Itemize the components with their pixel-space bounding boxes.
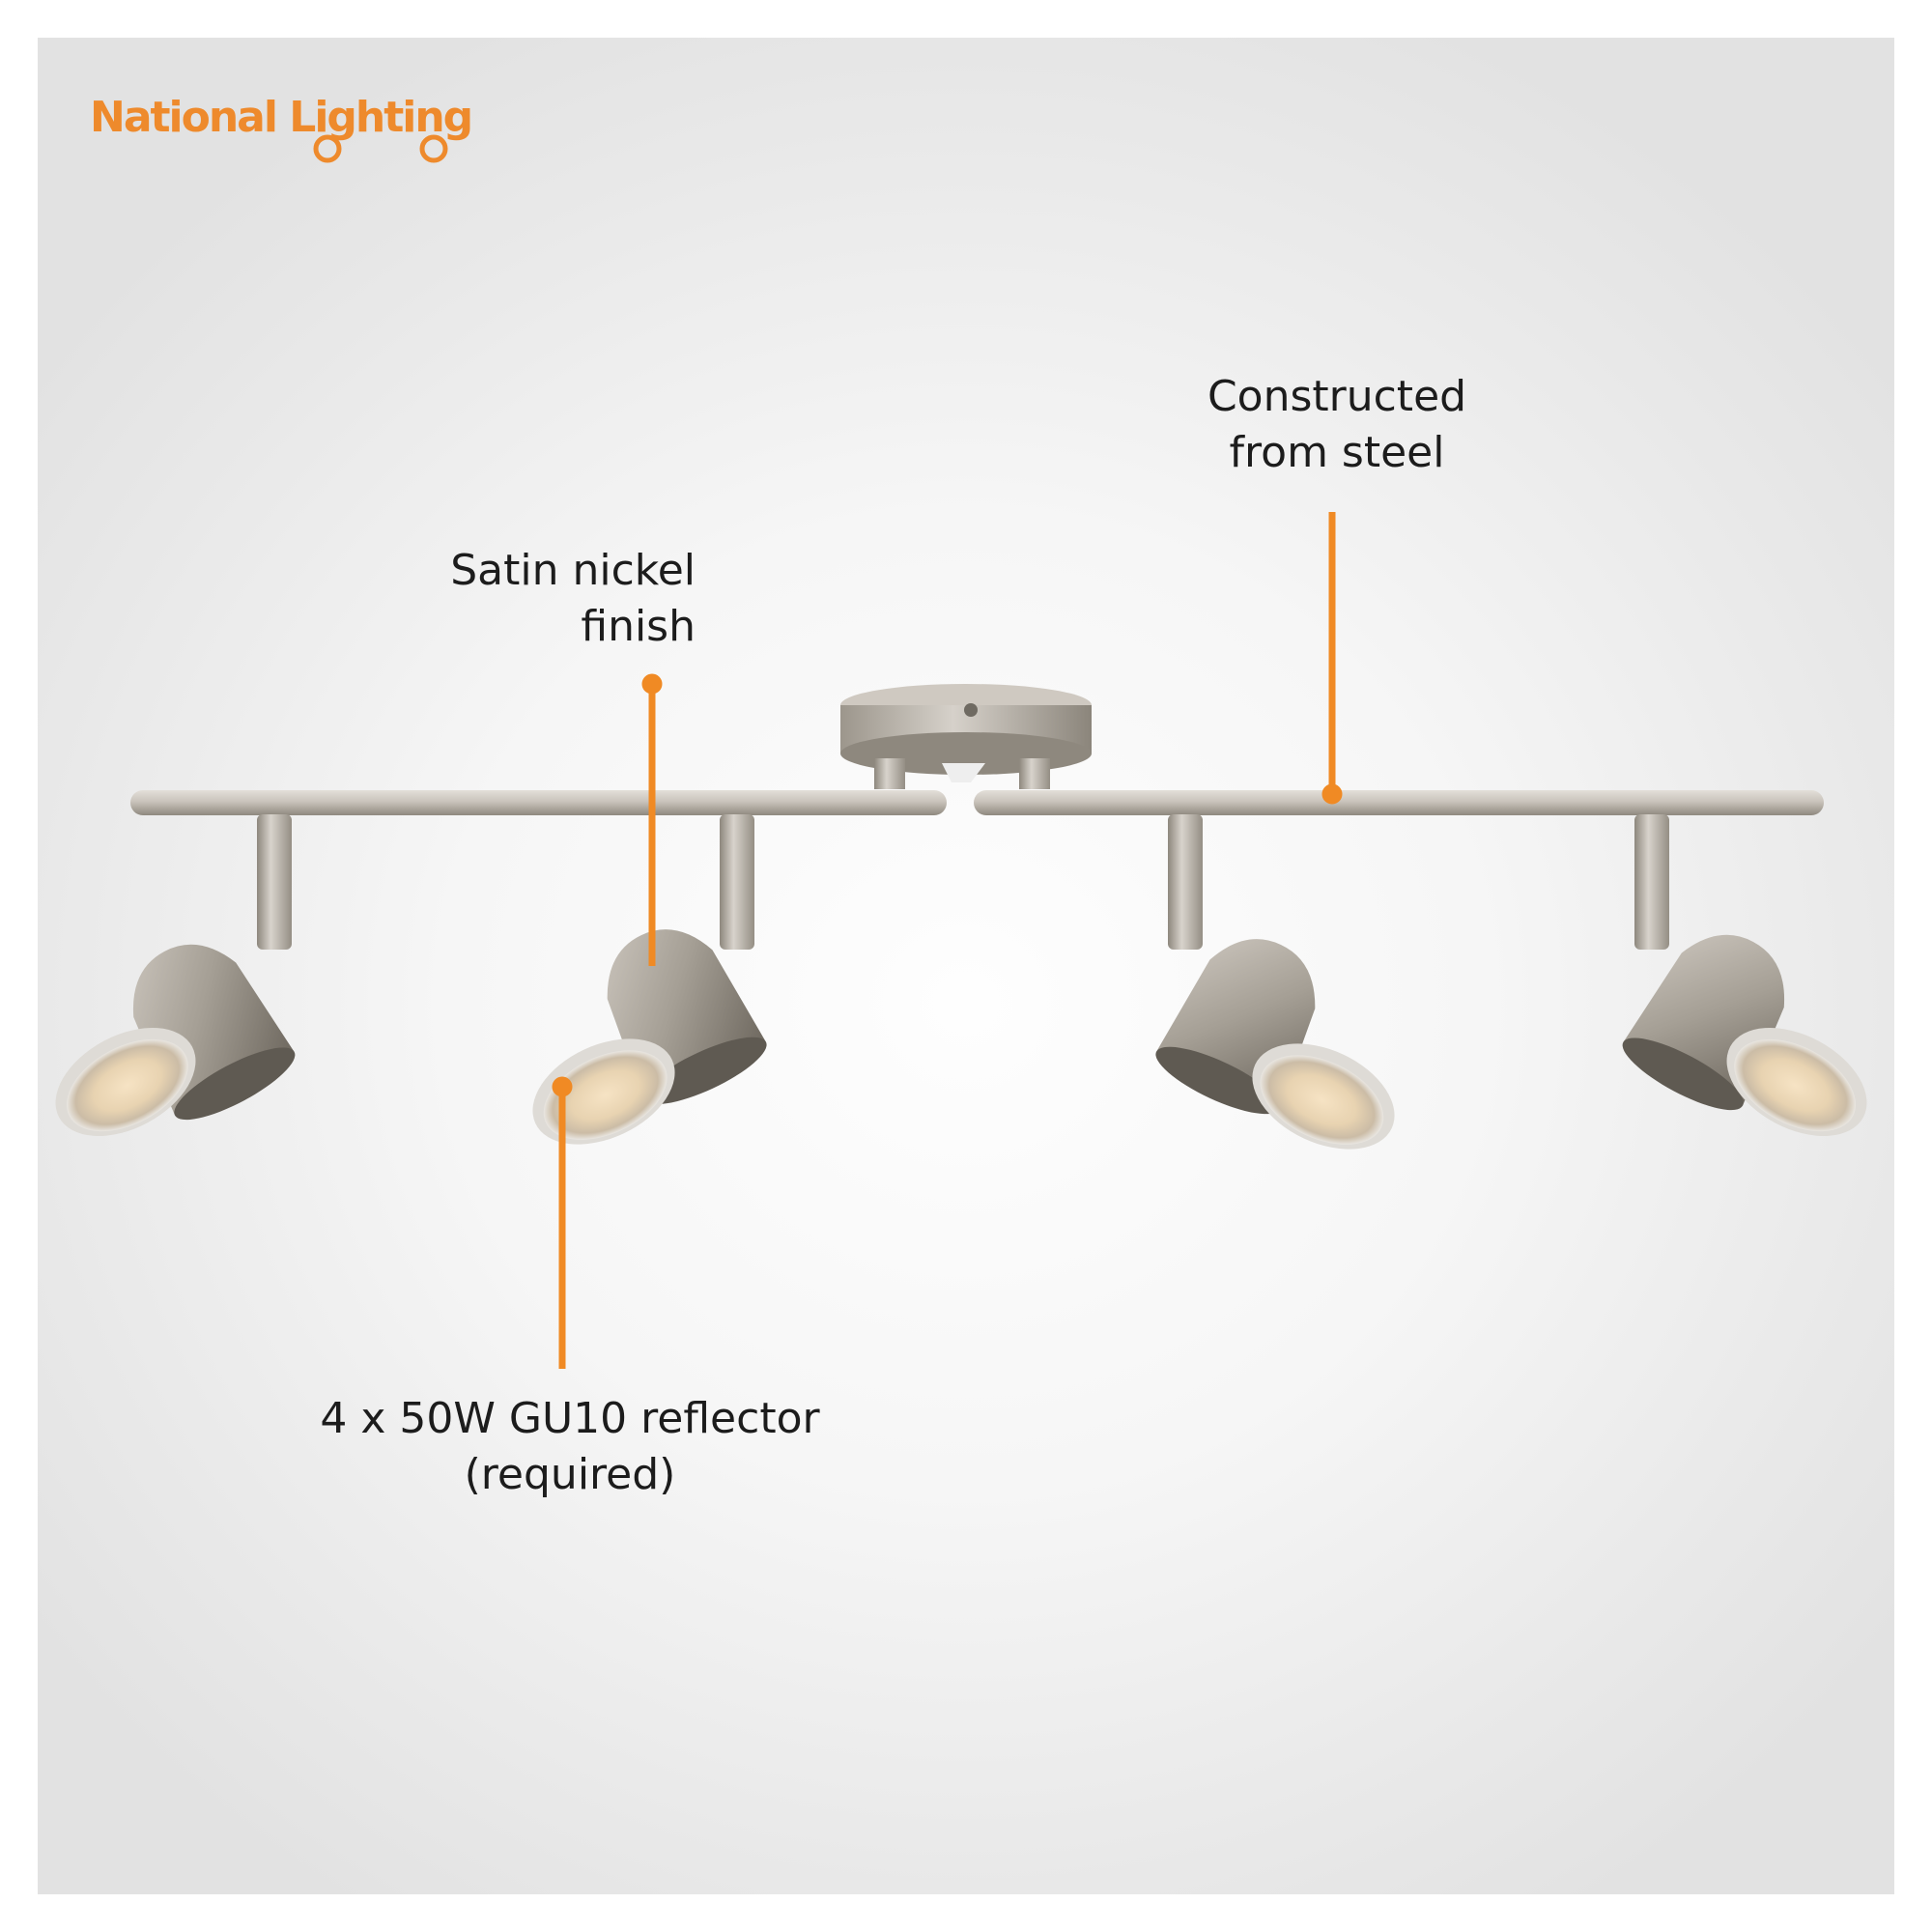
callout-bulb-line1: 4 x 50W GU10 reflector: [320, 1394, 820, 1443]
callout-steel-line1: Constructed: [1207, 372, 1467, 421]
callout-steel-line2: from steel: [1229, 428, 1445, 477]
callout-steel: Constructed from steel: [1144, 369, 1530, 481]
ceiling-plate: [840, 684, 1092, 789]
background-panel: [38, 38, 1894, 1894]
spotlight-4: [1622, 814, 1867, 1137]
callout-bulb: 4 x 50W GU10 reflector (required): [275, 1391, 865, 1503]
brand-name: National Lighting: [90, 93, 473, 142]
spotlight-3: [1155, 814, 1395, 1150]
callout-satin-line1: Satin nickel: [450, 546, 696, 595]
callout-lines: [552, 512, 1343, 1369]
brand-logo: National Lighting: [90, 89, 496, 176]
bulb-icon: [313, 134, 448, 163]
callout-satin-line2: finish: [581, 602, 696, 651]
mounting-bar: [130, 790, 1824, 815]
callout-bulb-line2: (required): [464, 1450, 676, 1499]
callout-satin: Satin nickel finish: [367, 543, 696, 655]
spotlight-1: [55, 814, 296, 1137]
spotlight-2: [532, 814, 767, 1145]
